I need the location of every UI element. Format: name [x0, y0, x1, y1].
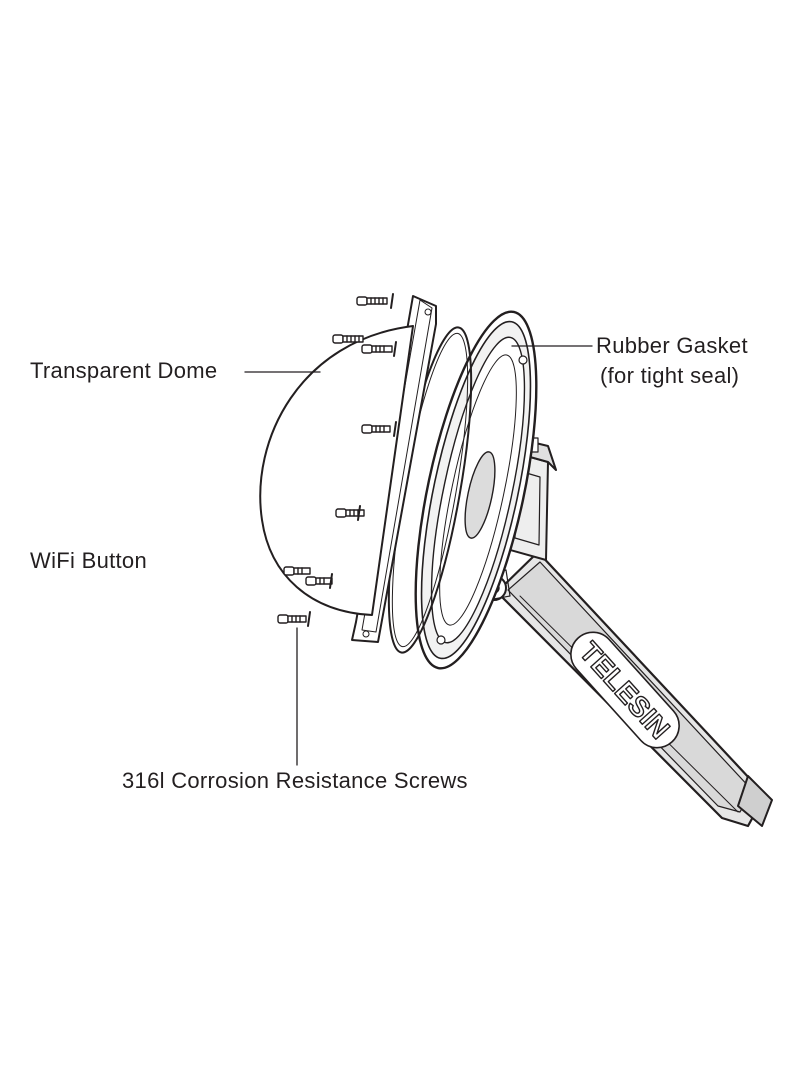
- transparent-dome-label: Transparent Dome: [30, 358, 218, 383]
- screw: [283, 566, 311, 576]
- leader-lines: [244, 345, 593, 766]
- back-plate: [414, 310, 538, 670]
- rubber-gasket-note: (for tight seal): [600, 363, 740, 388]
- screw: [361, 421, 397, 437]
- screw: [361, 341, 397, 357]
- screw: [332, 334, 364, 344]
- transparent-dome: [259, 325, 414, 616]
- screw: [277, 611, 311, 627]
- screws: [277, 293, 397, 627]
- rubber-gasket-label: Rubber Gasket: [596, 333, 748, 358]
- telesin-logo: TELESIN: [570, 631, 680, 749]
- screws-label: 316l Corrosion Resistance Screws: [122, 768, 468, 793]
- screw: [335, 505, 365, 521]
- wifi-button-label: WiFi Button: [30, 548, 147, 573]
- screw: [356, 293, 394, 309]
- screw: [305, 573, 333, 589]
